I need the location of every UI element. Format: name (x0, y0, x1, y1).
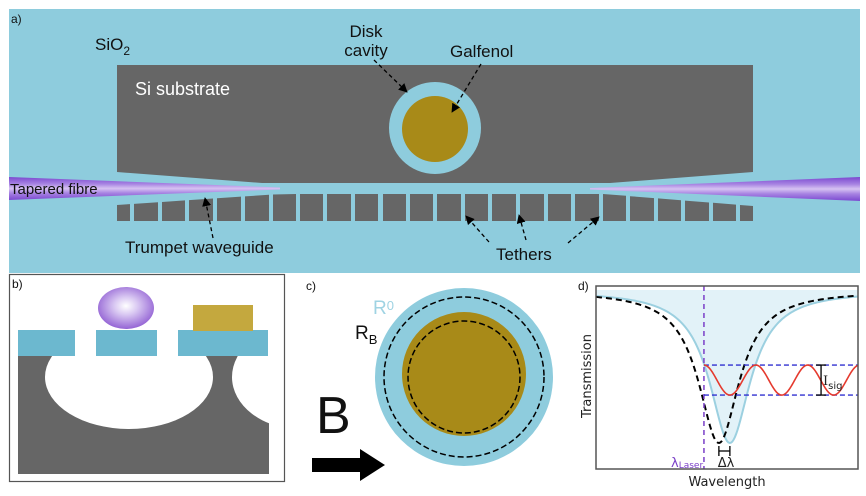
si-substrate-label: Si substrate (135, 79, 230, 99)
tapered-fibre-label: Tapered fibre (10, 181, 98, 198)
waveguide-segment (217, 196, 241, 221)
waveguide-segment (437, 194, 461, 221)
waveguide-segment (355, 194, 378, 221)
tapered-fibre-right (590, 177, 860, 201)
tethers-label: Tethers (496, 245, 552, 264)
waveguide-segment (300, 194, 323, 221)
waveguide-segment (520, 194, 544, 221)
magnetic-field-arrow (312, 449, 385, 481)
laser-wavelength-label: λLaser (671, 456, 703, 471)
modulated-signal-curve (703, 364, 858, 396)
galfenol-block (193, 305, 253, 331)
panel-d: d) Transmission Wavelength λLaser Δλ Isi… (578, 279, 859, 490)
undercut-cavity-right (232, 356, 269, 424)
waveguide-segment (630, 196, 654, 221)
tapered-fibre-left (9, 177, 280, 200)
waveguide-segment (603, 194, 626, 221)
trumpet-waveguide (117, 194, 753, 221)
panel-b-label: b) (12, 277, 23, 291)
waveguide-segment (327, 194, 351, 221)
waveguide-segment (189, 198, 213, 221)
waveguide-segment (548, 194, 571, 221)
r0-label: R0 (373, 298, 394, 319)
galfenol-core (402, 312, 526, 436)
trumpet-waveguide-label: Trumpet waveguide (125, 238, 274, 257)
waveguide-segment (117, 204, 130, 221)
waveguide-segment (465, 194, 488, 221)
galfenol-label: Galfenol (450, 42, 513, 61)
panel-b: b) (8, 273, 286, 483)
waveguide-segment (685, 200, 709, 221)
x-axis-label: Wavelength (688, 475, 765, 490)
r0-resonance-fill (596, 290, 858, 443)
waveguide-segment (383, 194, 406, 221)
i-sig-bracket (816, 364, 827, 396)
delta-lambda-label: Δλ (718, 456, 735, 471)
panel-c: c) R0 RB B (306, 279, 553, 481)
waveguide-segment (492, 194, 516, 221)
sio2-label: SiO2 (95, 35, 130, 58)
rb-label: RB (355, 323, 377, 347)
magnetic-field-label: B (316, 387, 351, 445)
waveguide-segment (410, 194, 433, 221)
waveguide-segment (162, 200, 185, 221)
plot-frame (595, 285, 859, 470)
panel-d-label: d) (578, 279, 589, 293)
r0-resonance-curve (596, 295, 858, 445)
galfenol-disk (402, 96, 468, 162)
disk-block (178, 330, 268, 356)
rb-resonance-curve (596, 294, 858, 445)
waveguide-segment (740, 205, 753, 221)
i-sig-label: Isig (823, 374, 842, 392)
r0-dashed-circle (383, 296, 545, 458)
waveguide-segment (245, 194, 269, 221)
waveguide-segment (134, 202, 158, 221)
waveguide-segment (575, 194, 599, 221)
rb-dashed-circle (407, 320, 521, 434)
waveguide-block-middle (96, 330, 157, 356)
waveguide-segment (713, 202, 736, 221)
tether-arrow-2 (516, 214, 527, 241)
disk-cavity-label-line2: cavity (344, 41, 388, 60)
disk-cavity-arrow (373, 59, 408, 93)
panel-a-label: a) (11, 12, 22, 26)
y-axis-label: Transmission (580, 334, 595, 419)
delta-lambda-bracket (718, 446, 731, 456)
waveguide-segment (658, 198, 681, 221)
panel-a: a) SiO2 Si substrate Disk cavity Galfeno… (9, 9, 860, 273)
transmission-plot (596, 286, 858, 469)
disk-cavity-label-line1: Disk (349, 22, 383, 41)
galfenol-arrow (451, 63, 482, 113)
waveguide-segment (273, 194, 296, 221)
waveguide-block-left (18, 330, 75, 356)
fibre-cross-section (98, 287, 154, 329)
panel-c-label: c) (306, 279, 316, 293)
undercut-cavity-left (45, 356, 213, 429)
tether-arrow-1 (465, 215, 490, 243)
